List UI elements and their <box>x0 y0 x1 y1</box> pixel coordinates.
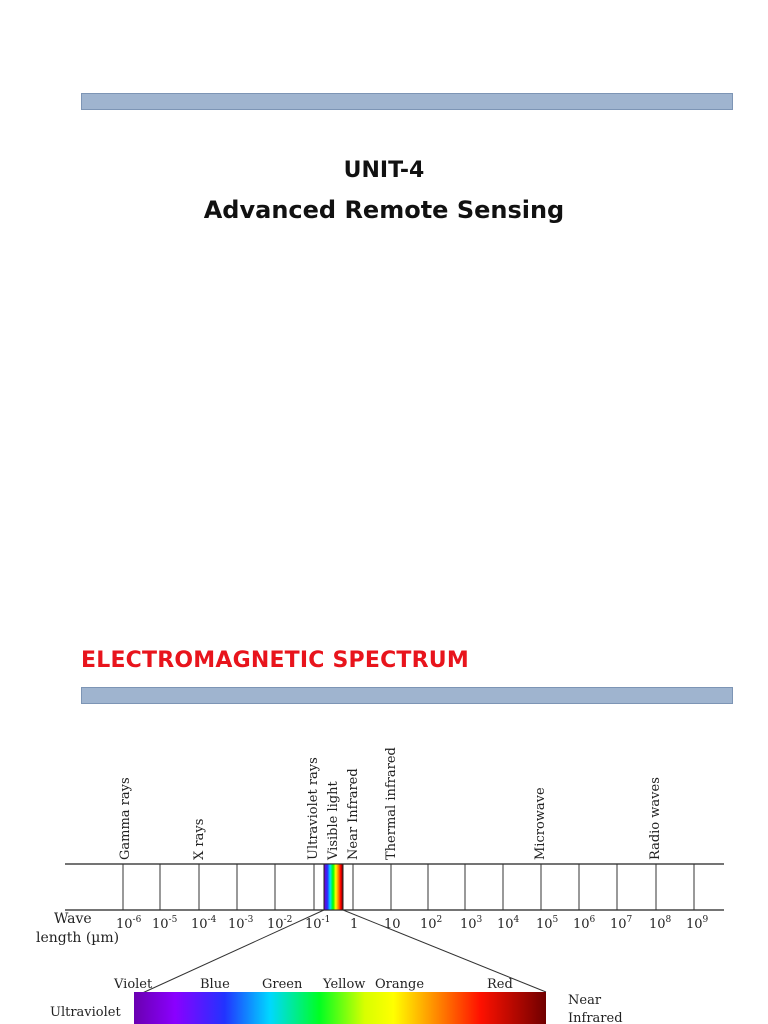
tick-label: 103 <box>460 915 483 932</box>
tick-label: 10-3 <box>228 915 254 932</box>
region-label: Thermal infrared <box>384 747 399 860</box>
axis-label-wave: Wave <box>54 911 92 927</box>
tick-label: 106 <box>573 915 596 932</box>
visible-color-label: Blue <box>200 977 230 992</box>
unit-label: UNIT-4 <box>343 158 425 183</box>
tick-label: 10-2 <box>267 915 292 932</box>
tick-label: 10-6 <box>116 915 142 932</box>
region-label: Near Infrared <box>346 768 361 860</box>
visible-color-label: Orange <box>375 977 424 992</box>
spectrum-band <box>65 863 724 911</box>
region-label: Radio waves <box>648 777 663 860</box>
zoom-line-left <box>137 909 325 996</box>
visible-color-label: Violet <box>113 977 153 992</box>
tick-label: 107 <box>610 915 633 932</box>
tick-label: 105 <box>536 915 559 932</box>
ultraviolet-label: Ultraviolet <box>50 1005 121 1020</box>
near-infrared-label-1: Near <box>568 993 602 1008</box>
tick-label: 1 <box>350 917 358 932</box>
tick-label: 102 <box>420 915 442 932</box>
section-heading: ELECTROMAGNETIC SPECTRUM <box>81 648 469 673</box>
em-spectrum-diagram: Gamma rays X rays Ultraviolet rays Visible … <box>36 747 724 1024</box>
region-labels: Gamma rays X rays Ultraviolet rays Visible … <box>118 747 663 861</box>
tick-label: 10-5 <box>152 915 178 932</box>
visible-band-segment <box>323 863 344 911</box>
tick-label: 108 <box>649 915 672 932</box>
tick-label: 10-1 <box>305 915 330 932</box>
zoom-line-right <box>342 909 547 993</box>
tick-label: 104 <box>497 915 520 932</box>
axis-label-length: length (µm) <box>36 930 119 946</box>
visible-color-label: Red <box>487 977 513 992</box>
visible-color-label: Green <box>262 977 303 992</box>
slide-title: Advanced Remote Sensing <box>203 196 565 224</box>
visible-color-label: Yellow <box>322 977 365 992</box>
region-label: Ultraviolet rays <box>306 757 321 860</box>
near-infrared-label-2: Infrared <box>568 1011 623 1024</box>
region-label: Gamma rays <box>118 777 133 860</box>
visible-spectrum-expanded <box>134 992 546 1024</box>
tick-label: 109 <box>686 915 709 932</box>
slide-title-bar <box>81 93 733 110</box>
region-label: Visible light <box>326 781 341 861</box>
visible-color-labels: Violet Blue Green Yellow Orange Red <box>113 977 513 992</box>
region-label: Microwave <box>533 787 548 860</box>
tick-label: 10-4 <box>191 915 217 932</box>
section-heading-bar <box>81 687 733 704</box>
region-label: X rays <box>192 819 207 860</box>
